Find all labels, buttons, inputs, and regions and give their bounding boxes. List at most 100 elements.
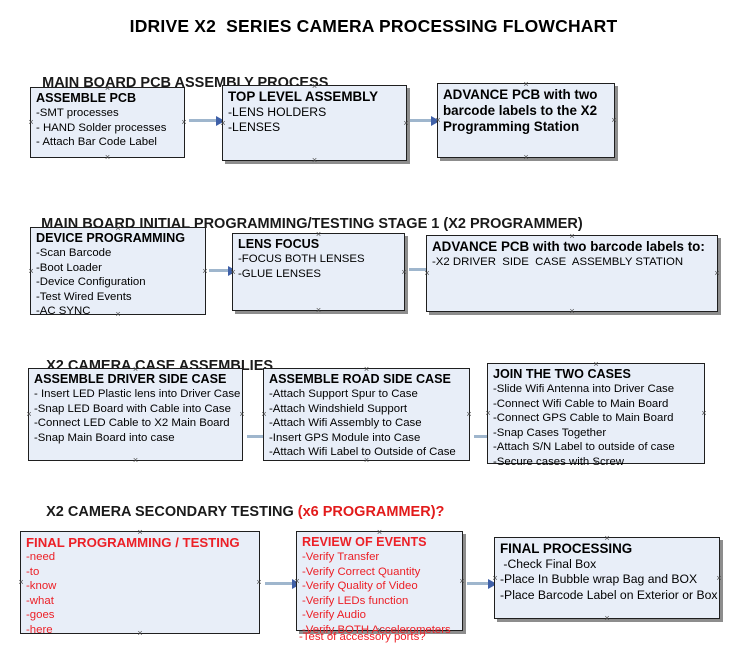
node-advance-pcb-to-driver-side-case-station[interactable]: ADVANCE PCB with two barcode labels to: … [426,235,718,312]
node-line: -SMT processes [36,107,119,119]
resize-handle-left-icon[interactable] [25,410,34,419]
node-final-processing[interactable]: FINAL PROCESSING -Check Final Box -Place… [494,537,720,619]
resize-handle-left-icon[interactable] [27,267,36,276]
node-final-programming-testing[interactable]: FINAL PROGRAMMING / TESTING -need -to -k… [17,528,260,636]
node-body: ASSEMBLE PCB -SMT processes - HAND Solde… [36,91,182,150]
resize-handle-top-icon[interactable] [362,365,371,374]
node-body: ASSEMBLE DRIVER SIDE CASE - Insert LED P… [34,372,240,445]
section-heading-accent: (x6 PROGRAMMER)? [297,504,445,520]
connector-arrow [410,115,440,126]
resize-handle-left-icon[interactable] [423,269,432,278]
node-body: ADVANCE PCB with two barcode labels to: … [432,239,715,270]
resize-handle-right-icon[interactable] [715,574,724,583]
node-device-programming[interactable]: DEVICE PROGRAMMING -Scan Barcode -Boot L… [27,224,206,317]
resize-handle-right-icon[interactable] [700,409,709,418]
node-line: -Attach S/N Label to outside of case [493,441,675,454]
resize-handle-right-icon[interactable] [238,410,247,419]
resize-handle-left-icon[interactable] [219,119,228,128]
resize-handle-bottom-icon[interactable] [103,153,112,162]
resize-handle-bottom-icon[interactable] [310,156,319,165]
resize-handle-bottom-icon[interactable] [522,153,531,162]
node-join-the-two-cases[interactable]: JOIN THE TWO CASES -Slide Wifi Antenna i… [484,360,705,468]
node-assemble-road-side-case[interactable]: ASSEMBLE ROAD SIDE CASE -Attach Support … [263,368,470,461]
node-title: FINAL PROGRAMMING / TESTING [26,535,240,550]
node-title: FINAL PROCESSING [500,541,633,556]
resize-handle-right-icon[interactable] [465,410,474,419]
resize-handle-right-icon[interactable] [400,268,409,277]
node-title: TOP LEVEL ASSEMBLY [228,89,379,104]
connector-arrow [467,578,497,589]
resize-handle-left-icon[interactable] [491,574,500,583]
resize-handle-top-icon[interactable] [310,82,319,91]
resize-handle-top-icon[interactable] [568,232,577,241]
node-line: -AC SYNC [36,305,91,318]
resize-handle-left-icon[interactable] [484,409,493,418]
resize-handle-right-icon[interactable] [180,118,189,127]
resize-handle-top-icon[interactable] [314,230,323,239]
node-body: DEVICE PROGRAMMING -Scan Barcode -Boot L… [36,231,203,319]
resize-handle-top-icon[interactable] [592,360,601,369]
connector-arrow [474,431,496,442]
resize-handle-right-icon[interactable] [713,269,722,278]
resize-handle-left-icon[interactable] [434,116,443,125]
resize-handle-right-icon[interactable] [458,577,467,586]
node-line: -goes [26,609,55,622]
node-line: -Verify Audio [302,609,366,622]
node-line: -Boot Loader [36,261,102,274]
resize-handle-bottom-icon[interactable] [568,307,577,316]
node-line: -need [26,551,56,563]
node-review-of-events[interactable]: REVIEW OF EVENTS -Verify Transfer -Verif… [293,528,463,636]
node-line: -Attach Wifi Label to Outside of Case [269,446,456,459]
resize-handle-bottom-icon[interactable] [603,614,612,623]
node-line: -Attach Support Spur to Case [269,388,418,400]
node-line: -Connect Wifi Cable to Main Board [493,397,669,410]
node-line: -Secure cases with Screw [493,455,625,468]
node-line: -Place In Bubble wrap Bag and BOX [500,572,698,587]
resize-handle-left-icon[interactable] [260,410,269,419]
node-advance-pcb-to-x2-programming-station[interactable]: ADVANCE PCB with two barcode labels to t… [437,83,615,158]
node-top-level-assembly[interactable]: TOP LEVEL ASSEMBLY -LENS HOLDERS -LENSES [222,85,407,161]
node-body: ASSEMBLE ROAD SIDE CASE -Attach Support … [269,372,467,460]
node-line: -Snap Main Board into case [34,431,175,444]
resize-handle-left-icon[interactable] [229,268,238,277]
node-title: ASSEMBLE ROAD SIDE CASE [269,372,451,386]
resize-handle-top-icon[interactable] [114,224,123,233]
resize-handle-right-icon[interactable] [255,578,264,587]
resize-handle-bottom-icon[interactable] [114,310,123,319]
node-line: -Verify Transfer [302,551,380,563]
node-title: JOIN THE TWO CASES [493,367,631,381]
node-lens-focus[interactable]: LENS FOCUS -FOCUS BOTH LENSES -GLUE LENS… [232,233,405,311]
resize-handle-top-icon[interactable] [131,365,140,374]
node-title: ADVANCE PCB with two barcode labels to: [432,239,705,254]
resize-handle-bottom-icon[interactable] [136,629,145,638]
resize-handle-bottom-icon[interactable] [362,456,371,465]
resize-handle-right-icon[interactable] [610,116,619,125]
resize-handle-top-icon[interactable] [603,534,612,543]
resize-handle-left-icon[interactable] [293,577,302,586]
connector-arrow [189,115,225,126]
node-line: -Slide Wifi Antenna into Driver Case [493,383,675,395]
node-title: ASSEMBLE DRIVER SIDE CASE [34,372,227,386]
resize-handle-bottom-icon[interactable] [131,456,140,465]
node-line: -GLUE LENSES [238,267,321,280]
resize-handle-left-icon[interactable] [27,118,36,127]
node-assemble-driver-side-case[interactable]: ASSEMBLE DRIVER SIDE CASE - Insert LED P… [28,368,243,461]
node-line: -LENSES [228,120,281,135]
node-body: JOIN THE TWO CASES -Slide Wifi Antenna i… [493,367,702,470]
node-assemble-pcb[interactable]: ASSEMBLE PCB -SMT processes - HAND Solde… [30,87,185,158]
resize-handle-top-icon[interactable] [103,84,112,93]
resize-handle-bottom-icon[interactable] [314,306,323,315]
node-line: -Verify BOTH Accelerometers [302,623,451,636]
node-line: -Snap Cases Together [493,426,607,439]
node-title: DEVICE PROGRAMMING [36,231,186,245]
node-title: LENS FOCUS [238,237,320,251]
resize-handle-bottom-icon[interactable] [592,459,601,468]
resize-handle-top-icon[interactable] [522,80,531,89]
node-line: -know [26,580,57,593]
resize-handle-top-icon[interactable] [136,528,145,537]
resize-handle-left-icon[interactable] [17,578,26,587]
connector-arrow [265,578,301,589]
resize-handle-top-icon[interactable] [375,528,384,537]
node-line: -Device Configuration [36,276,146,289]
